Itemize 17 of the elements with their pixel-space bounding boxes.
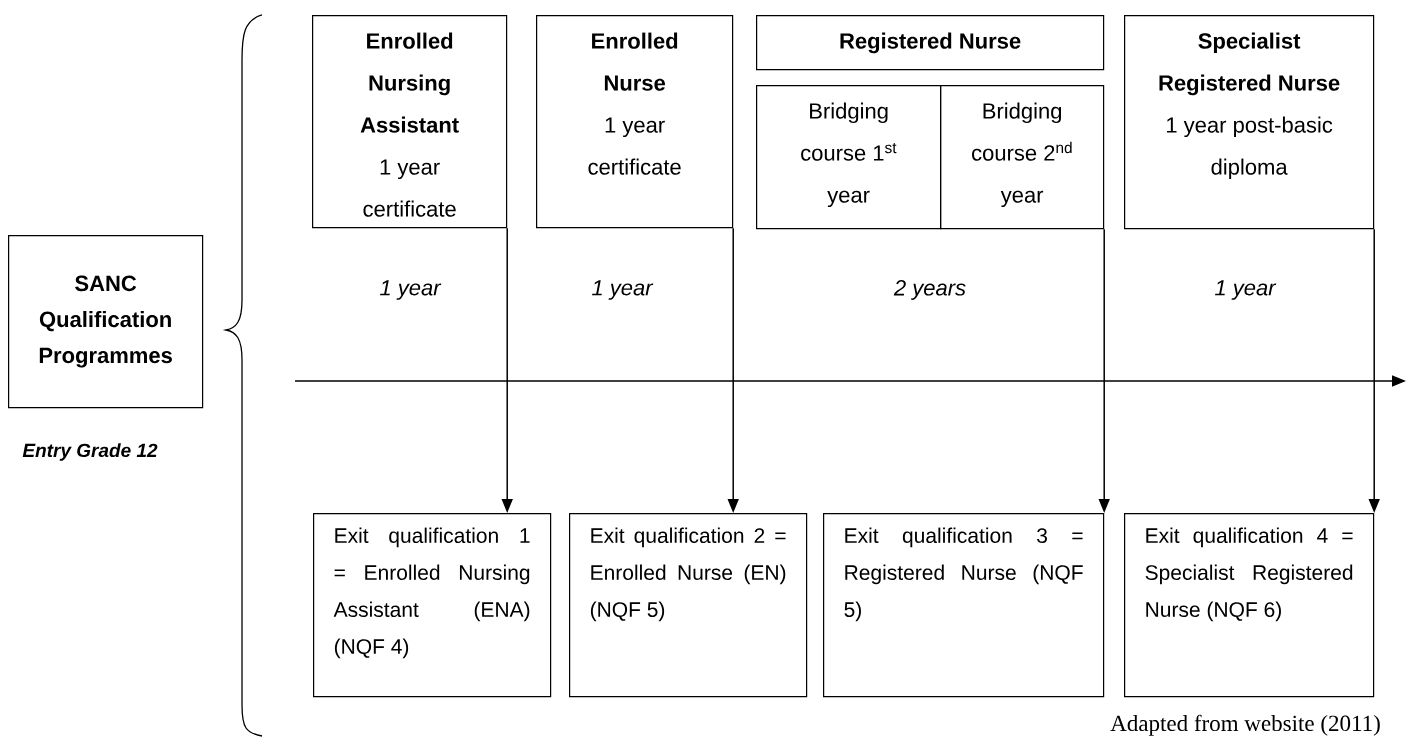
source-caption: Adapted from website (2011) (1110, 714, 1380, 736)
duration-label: 2 years (893, 280, 966, 300)
qualification-box: Specialist Registered Nurse 1 year post-basic diploma (1124, 15, 1375, 230)
course-box: Bridging course 2$^{nd}$ year (940, 85, 1105, 230)
duration-label: 1 year (592, 280, 654, 300)
qualification-box: Enrolled Nursing Assistant 1 year certificate (312, 15, 508, 229)
exit-qualification-box: Exit qualification 1 = Enrolled Nursing Assistant (ENA) (NQF 4) (313, 513, 552, 698)
duration-label: 1 year (380, 280, 442, 300)
course-box: Bridging course 1$^{st}$ year (756, 85, 942, 230)
qualification-box: Enrolled Nurse 1 year certificate (536, 15, 734, 229)
qualification-box: Registered Nurse (756, 15, 1105, 71)
programme-box: SANC Qualification Programmes (8, 235, 204, 409)
exit-qualification-box: Exit qualification 4 = Specialist Registered Nurse (NQF 6) (1124, 513, 1375, 698)
exit-qualification-box: Exit qualification 3 = Registered Nurse (NQF 5) (823, 513, 1105, 698)
entry-label: Entry Grade 12 (22, 443, 158, 461)
duration-label: 1 year (1215, 280, 1277, 300)
exit-qualification-box: Exit qualification 2 = Enrolled Nurse (EN) (NQF 5) (569, 513, 808, 698)
